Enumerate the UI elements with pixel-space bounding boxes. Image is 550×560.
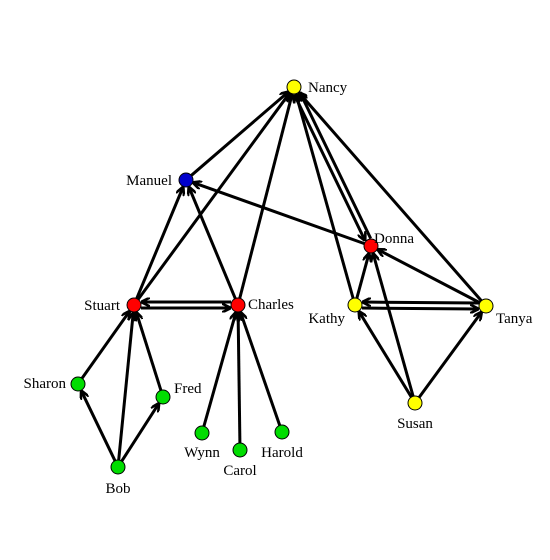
node-kathy: [347, 297, 363, 313]
node-label-nancy: Nancy: [308, 80, 348, 96]
node-wynn: [194, 425, 210, 441]
node-label-manuel: Manuel: [126, 173, 172, 189]
node-label-carol: Carol: [223, 463, 256, 479]
node-label-tanya: Tanya: [496, 311, 533, 327]
node-label-bob: Bob: [105, 481, 130, 497]
node-label-susan: Susan: [397, 416, 433, 432]
edge-stuart-to-manuel: [135, 187, 183, 300]
node-tanya: [478, 298, 494, 314]
edge-donna-to-manuel: [194, 183, 365, 246]
edge-kathy-to-tanya: [361, 308, 478, 309]
node-carol: [232, 442, 248, 458]
edge-sharon-to-stuart: [80, 312, 129, 380]
node-donna: [363, 238, 379, 254]
edge-tanya-to-nancy: [299, 93, 483, 302]
node-label-wynn: Wynn: [184, 445, 220, 461]
node-stuart: [126, 297, 142, 313]
node-label-kathy: Kathy: [308, 311, 345, 327]
edge-fred-to-stuart: [136, 313, 163, 391]
node-susan: [407, 395, 423, 411]
edge-nancy-to-donna: [293, 93, 364, 240]
edge-harold-to-charles: [241, 313, 282, 426]
edge-charles-to-manuel: [189, 187, 237, 300]
edge-bob-to-fred: [120, 404, 159, 462]
edge-charles-to-nancy: [238, 95, 292, 299]
nodes: [70, 79, 494, 475]
edge-stuart-to-nancy: [136, 93, 289, 301]
node-label-harold: Harold: [261, 445, 303, 461]
edge-susan-to-donna: [373, 254, 415, 397]
node-label-donna: Donna: [374, 231, 414, 247]
edges: [80, 92, 483, 462]
node-label-stuart: Stuart: [84, 298, 121, 314]
edge-kathy-to-donna: [355, 254, 369, 299]
node-label-charles: Charles: [248, 297, 294, 313]
edge-kathy-to-nancy: [296, 95, 355, 299]
node-sharon: [70, 376, 86, 392]
edge-manuel-to-nancy: [190, 92, 288, 177]
edge-wynn-to-charles: [202, 313, 236, 427]
edge-bob-to-sharon: [81, 391, 117, 462]
edge-donna-to-nancy: [300, 93, 372, 240]
node-charles: [230, 297, 246, 313]
edge-carol-to-charles: [238, 313, 240, 444]
node-label-fred: Fred: [174, 381, 202, 397]
edge-tanya-to-kathy: [363, 302, 480, 303]
edge-bob-to-stuart: [117, 313, 134, 461]
edge-susan-to-tanya: [417, 312, 481, 399]
node-manuel: [178, 172, 194, 188]
node-nancy: [286, 79, 302, 95]
node-label-sharon: Sharon: [24, 376, 67, 392]
node-bob: [110, 459, 126, 475]
edge-susan-to-kathy: [359, 312, 413, 398]
edge-tanya-to-donna: [378, 250, 481, 305]
node-harold: [274, 424, 290, 440]
node-fred: [155, 389, 171, 405]
